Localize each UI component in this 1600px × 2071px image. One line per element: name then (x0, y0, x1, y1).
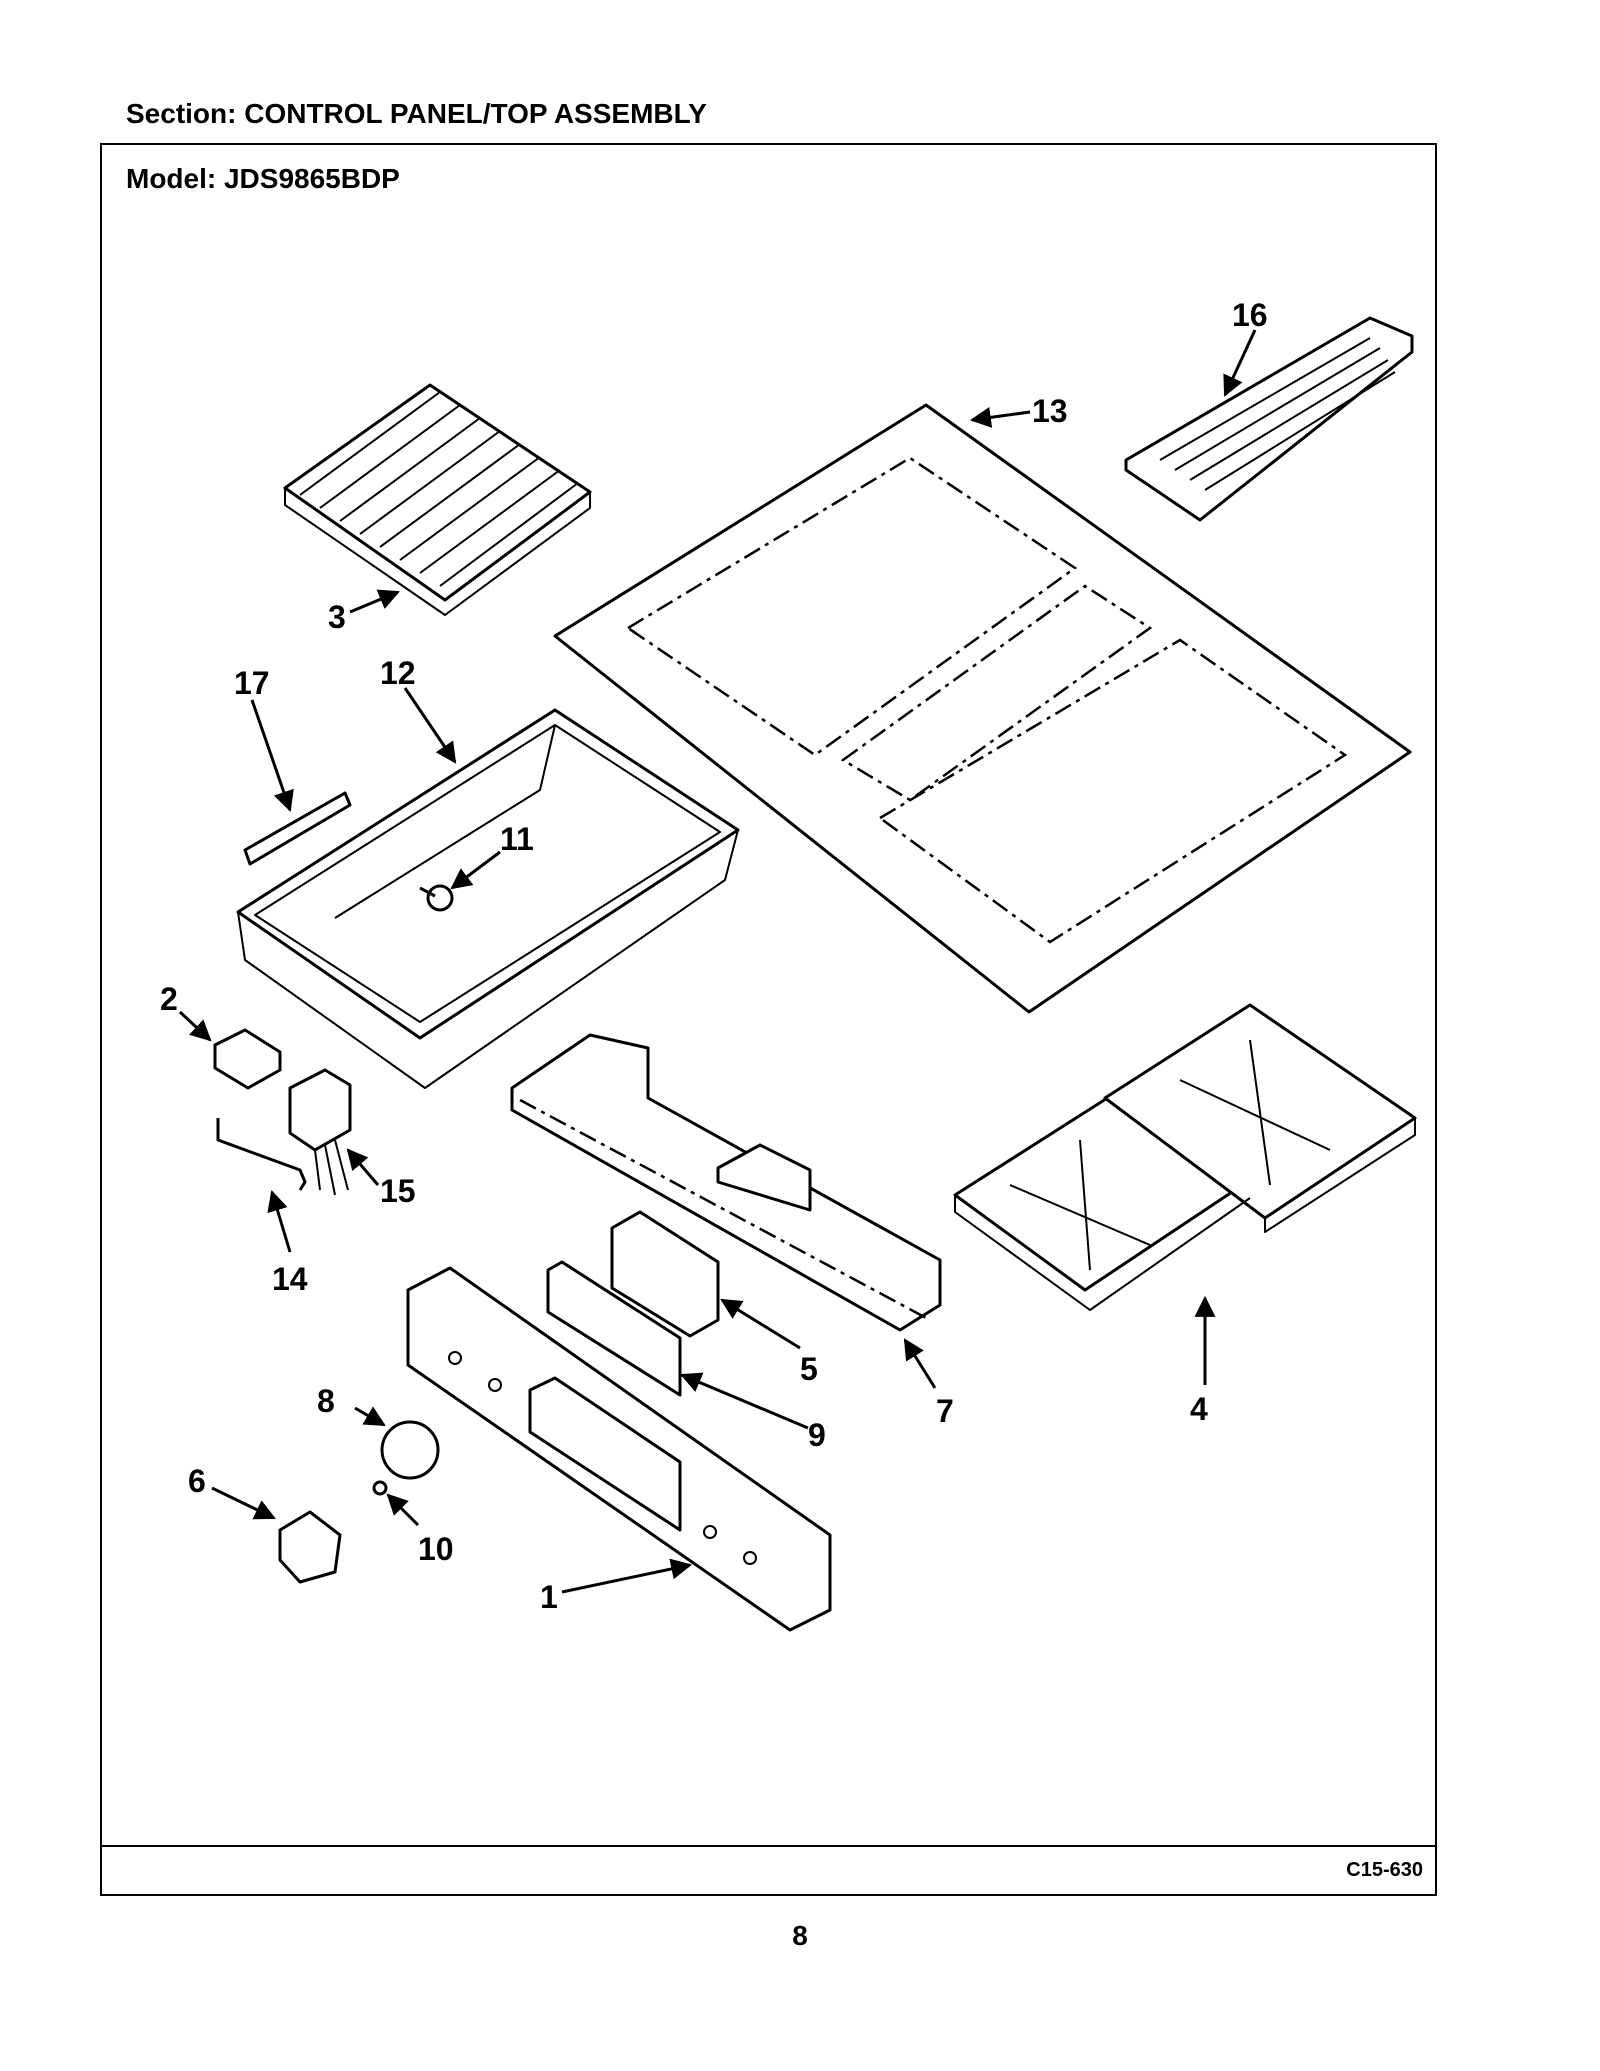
part-1-control-panel (406, 1266, 832, 1632)
callout-4: 4 (1190, 1391, 1208, 1427)
part-12-burner-box (236, 708, 740, 1089)
leader-arrows (178, 329, 1257, 1594)
part-15-transformer (288, 1068, 352, 1196)
callout-5: 5 (800, 1351, 818, 1387)
callout-15: 15 (380, 1173, 416, 1209)
callout-2: 2 (160, 981, 178, 1017)
callout-labels: 1 2 3 4 5 6 7 8 9 10 11 12 13 14 15 16 1… (160, 297, 1268, 1615)
part-4-burner-grates (953, 1003, 1417, 1311)
callout-11: 11 (500, 821, 534, 857)
model-title: Model: JDS9865BDP (126, 163, 400, 194)
exploded-parts-diagram: 1 2 3 4 5 6 7 8 9 10 11 12 13 14 15 16 1… (160, 297, 1417, 1632)
callout-3: 3 (328, 599, 346, 635)
part-17-bracket (243, 791, 352, 866)
callout-6: 6 (188, 1463, 206, 1499)
part-9-mounting-plate (546, 1260, 682, 1397)
part-10-screw (372, 1480, 388, 1496)
callout-16: 16 (1232, 297, 1268, 333)
callout-9: 9 (808, 1417, 826, 1453)
callout-1: 1 (540, 1579, 558, 1615)
part-6-knob (278, 1510, 342, 1584)
footer-divider (102, 1845, 1435, 1847)
diagram-frame: Model: JDS9865BDP C15-630 (100, 143, 1437, 1896)
callout-10: 10 (418, 1531, 454, 1567)
part-14-bracket (216, 1118, 307, 1191)
part-3-grill-grate (283, 383, 592, 616)
drawing-code: C15-630 (1346, 1859, 1423, 1881)
callout-12: 12 (380, 655, 416, 691)
part-16-vent-grille (1124, 316, 1414, 522)
callout-7: 7 (936, 1393, 954, 1429)
callout-14: 14 (272, 1261, 308, 1297)
part-11-screw (419, 884, 454, 912)
part-7-chassis-bracket (510, 1033, 942, 1332)
part-8-bezel (380, 1420, 440, 1480)
part-5-control-box (610, 1210, 720, 1338)
part-2-switch (213, 1028, 282, 1090)
callout-8: 8 (317, 1383, 335, 1419)
section-title: Section: CONTROL PANEL/TOP ASSEMBLY (126, 98, 707, 129)
callout-17: 17 (234, 665, 270, 701)
page-number: 8 (792, 1920, 808, 1951)
callout-13: 13 (1032, 393, 1068, 429)
part-13-cooktop-panel (553, 403, 1412, 1014)
